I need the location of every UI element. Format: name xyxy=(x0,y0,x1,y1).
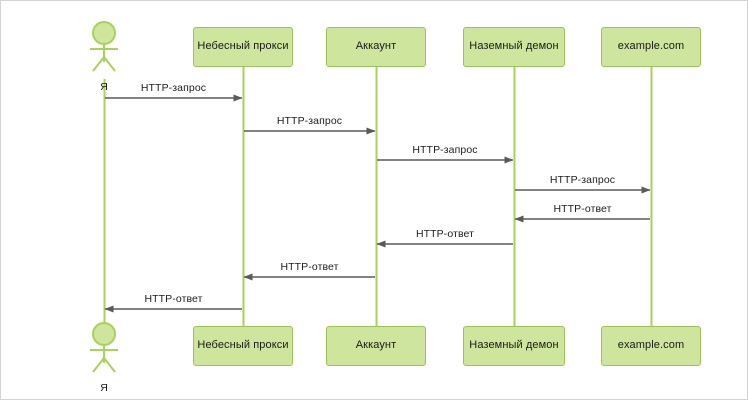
actor-leg-right-bottom xyxy=(103,357,116,373)
actor-figures-group xyxy=(90,21,118,373)
actor-label-bottom: Я xyxy=(100,382,108,394)
participant-box-account-bottom[interactable]: Аккаунт xyxy=(326,326,426,366)
message-arrows-group xyxy=(104,94,651,313)
participant-label-daemon-bottom: Наземный демон xyxy=(469,339,559,352)
participant-label-proxy-top: Небесный прокси xyxy=(197,40,289,53)
message-label-m4: HTTP-запрос xyxy=(549,174,616,186)
participant-label-daemon-top: Наземный демон xyxy=(469,40,559,53)
actor-head-top xyxy=(92,21,116,45)
participant-label-example-top: example.com xyxy=(617,40,685,53)
actor-label-top: Я xyxy=(100,81,108,93)
actor-leg-right-top xyxy=(103,56,116,72)
actor-head-bottom xyxy=(92,322,116,346)
lifelines-group xyxy=(103,67,653,326)
message-label-m5: HTTP-ответ xyxy=(553,203,612,215)
actor-leg-left-top xyxy=(92,56,105,72)
message-label-m2: HTTP-запрос xyxy=(276,115,343,127)
participant-box-proxy-bottom[interactable]: Небесный прокси xyxy=(193,326,293,366)
message-label-m7: HTTP-ответ xyxy=(280,261,339,273)
message-label-m3: HTTP-запрос xyxy=(412,144,478,156)
participant-label-example-bottom: example.com xyxy=(617,339,685,352)
participant-box-daemon-bottom[interactable]: Наземный демон xyxy=(463,326,565,366)
participant-label-account-bottom: Аккаунт xyxy=(355,339,397,352)
message-label-m1: HTTP-запрос xyxy=(140,82,207,94)
message-label-m6: HTTP-ответ xyxy=(415,228,475,240)
message-label-m8: HTTP-ответ xyxy=(144,293,203,305)
participant-box-proxy-top[interactable]: Небесный прокси xyxy=(193,27,293,67)
participant-box-example-bottom[interactable]: example.com xyxy=(601,326,701,366)
participant-label-proxy-bottom: Небесный прокси xyxy=(197,339,289,352)
actor-leg-left-bottom xyxy=(92,357,105,373)
participant-box-account-top[interactable]: Аккаунт xyxy=(326,27,426,67)
participant-box-daemon-top[interactable]: Наземный демон xyxy=(463,27,565,67)
participant-box-example-top[interactable]: example.com xyxy=(601,27,701,67)
participant-label-account-top: Аккаунт xyxy=(355,40,397,53)
